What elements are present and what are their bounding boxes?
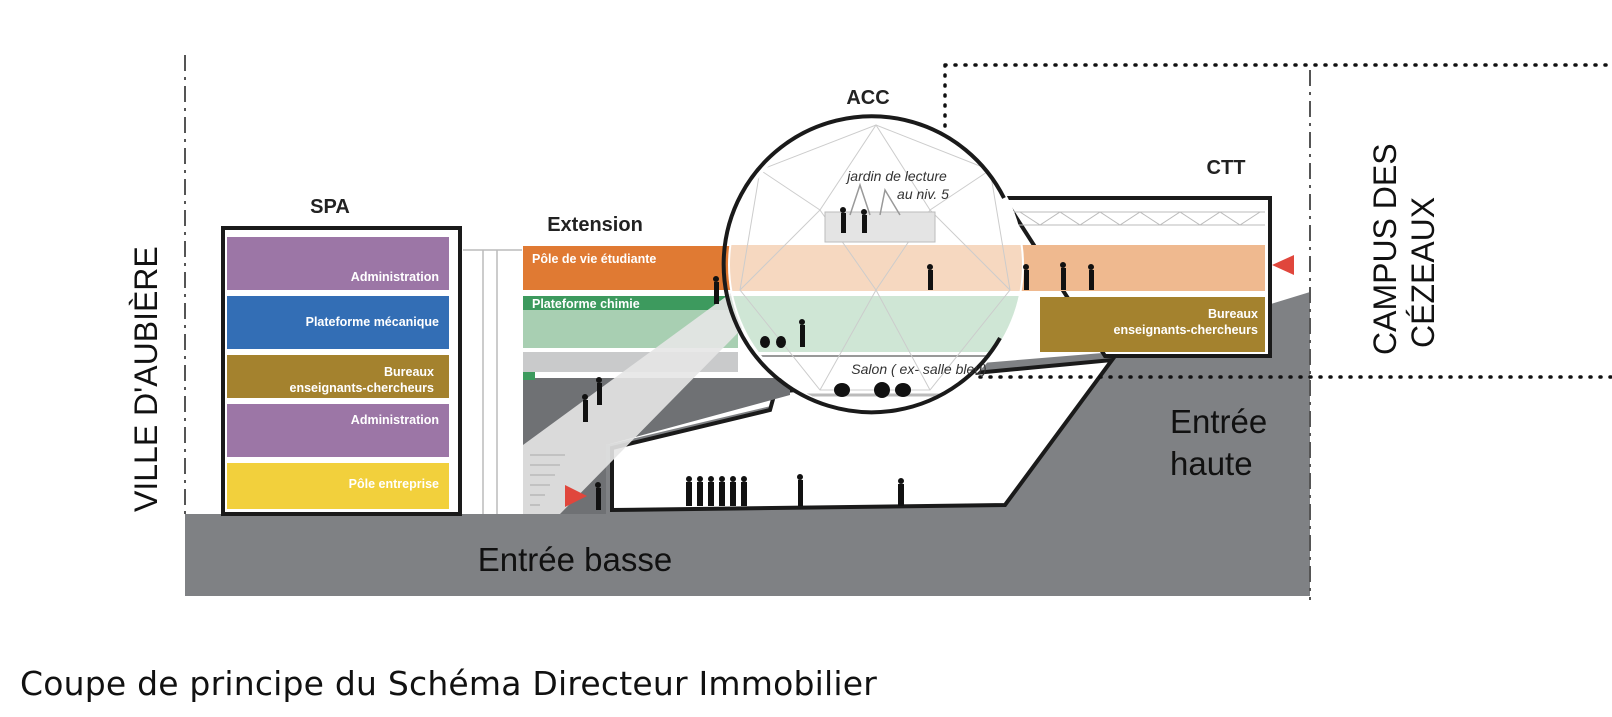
campus-cezeaux-label-line2: CÉZEAUX [1405,197,1441,348]
spa-floor-5 [227,463,449,509]
spa-floor-3-label-line2: enseignants-chercheurs [290,381,435,395]
extension-staircase [523,290,780,514]
acc-garden-label-line1: jardin de lecture [845,168,947,184]
spa-floor-3 [227,355,449,398]
diagram-caption: Coupe de principe du Schéma Directeur Im… [20,664,878,703]
upper-entrance-label-line1: Entrée [1170,403,1267,440]
ctt-band-orange [1005,245,1265,291]
spa-label: SPA [310,196,350,218]
people-silhouettes [582,207,1094,510]
spa-floor-1 [227,237,449,290]
spa-building-outline [221,226,462,516]
spa-floor-3-label-line1: Bureaux [384,365,434,379]
spa-floor-2-label: Plateforme mécanique [306,315,439,329]
ctt-offices [1040,297,1265,352]
spa-floor-5-label: Pôle entreprise [349,477,439,491]
acc-sphere-outline [721,114,1006,415]
extension-floor-2-label: Plateforme chimie [532,297,640,311]
upper-entrance-arrow [1272,255,1294,275]
extension-floor-1-label: Pôle de vie étudiante [532,252,656,266]
spa-floor-4-label: Administration [351,413,439,427]
spa-floor-2 [227,296,449,349]
extension-floor-green [523,296,738,310]
lower-entrance-arrow [565,485,587,507]
stair-steps [530,454,565,506]
lower-entrance-label: Entrée basse [478,541,672,578]
extension-floor-green-strip [523,372,535,380]
spa-floor-1-label: Administration [351,270,439,284]
campus-dotted-outline [943,63,1612,379]
ctt-offices-label-line1: Bureaux [1208,307,1258,321]
extension-label: Extension [547,214,643,236]
ctt-offices-label-line2: enseignants-chercheurs [1114,323,1259,337]
ctt-label: CTT [1207,157,1246,179]
upper-entrance-label-line2: haute [1170,445,1253,482]
spa-floor-4 [227,404,449,457]
acc-label: ACC [846,87,889,109]
ctt-truss [1010,211,1265,226]
extension-floor-orange [523,246,738,290]
extension-structure [463,249,522,514]
campus-cezeaux-label-line1: CAMPUS DES [1367,143,1403,355]
acc-salon-label: Salon ( ex- salle bleu) [851,361,986,377]
ville-aubiere-label: VILLE D'AUBIÈRE [128,246,164,512]
acc-garden-label-line2: au niv. 5 [897,186,949,202]
